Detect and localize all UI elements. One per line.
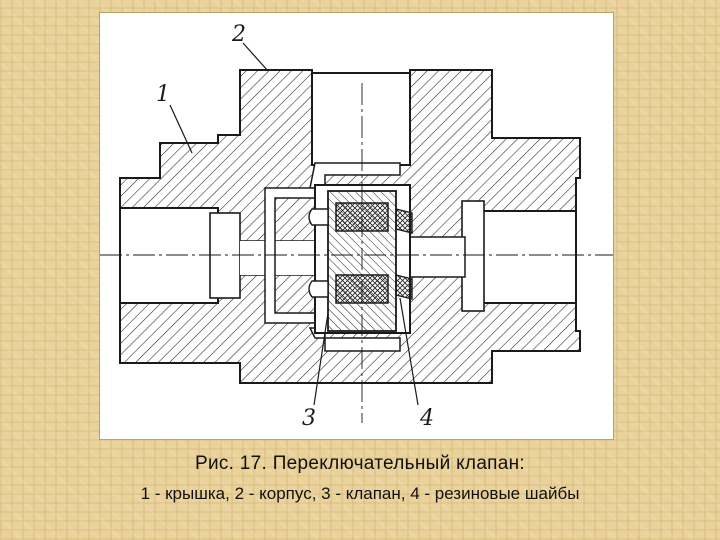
label-part-3: 3 bbox=[302, 406, 316, 431]
valve-drawing: 1 2 3 4 bbox=[99, 12, 614, 440]
center-lines bbox=[100, 83, 613, 423]
right-port bbox=[404, 200, 577, 312]
valve-cross-section: 1 2 3 4 bbox=[100, 22, 613, 431]
label-part-1: 1 bbox=[156, 82, 170, 107]
figure-caption-title: Рис. 17. Переключательный клапан: bbox=[194, 453, 526, 474]
internal-channels bbox=[264, 162, 401, 352]
label-part-4: 4 bbox=[419, 406, 434, 431]
rubber-washers bbox=[395, 208, 413, 300]
top-bore bbox=[311, 72, 411, 166]
figure-caption-legend: 1 - крышка, 2 - корпус, 3 - клапан, 4 - … bbox=[140, 484, 580, 503]
left-port bbox=[119, 207, 315, 304]
label-part-2: 2 bbox=[231, 22, 246, 47]
leader-lines bbox=[169, 42, 419, 406]
